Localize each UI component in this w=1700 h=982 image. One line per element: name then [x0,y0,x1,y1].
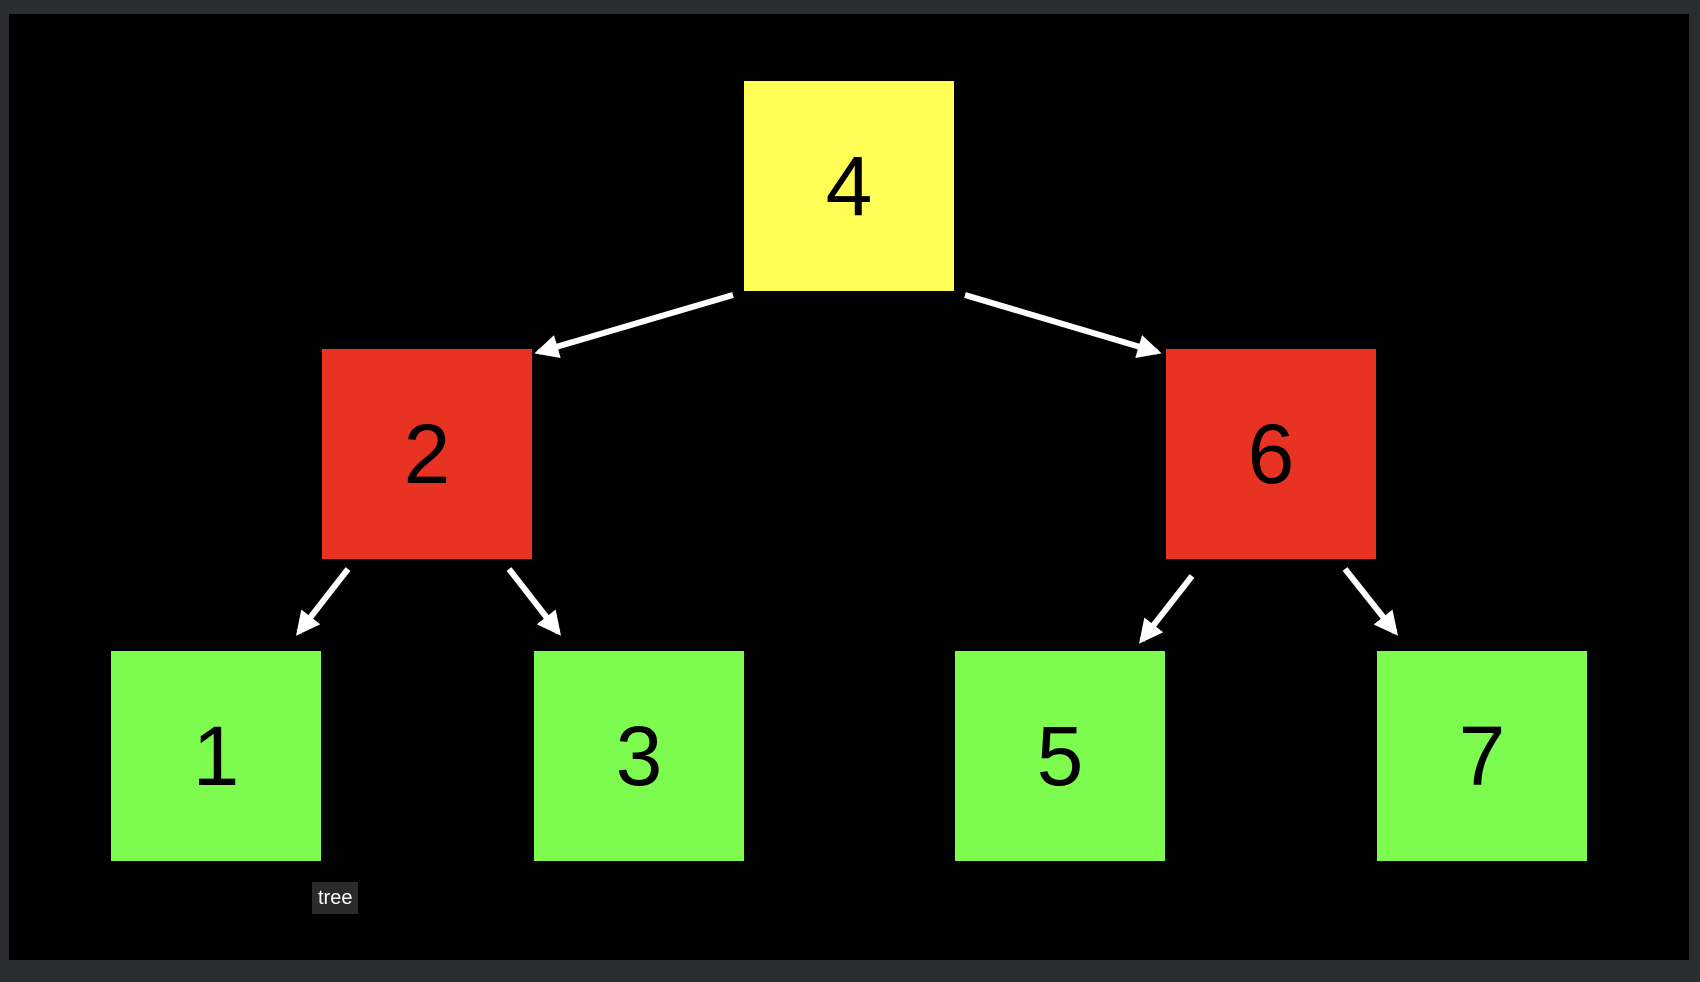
edges-layer [296,292,1398,644]
tree-node-1: 1 [111,651,321,861]
tree-node-4: 4 [744,81,954,291]
edge-2-3 [506,567,561,636]
edge-6-7 [1342,567,1398,636]
tree-node-3: 3 [534,651,744,861]
tree-node-7: 7 [1377,651,1587,861]
tree-node-5: 5 [955,651,1165,861]
tooltip: tree [312,882,359,914]
edge-4-6 [964,292,1162,359]
tree-node-6: 6 [1166,349,1376,559]
edge-2-1 [296,567,351,636]
tree-node-2: 2 [322,349,532,559]
edge-6-5 [1139,574,1195,644]
diagram-canvas: 4 2 6 1 3 5 7 tree [9,14,1689,960]
edge-4-2 [534,292,734,359]
